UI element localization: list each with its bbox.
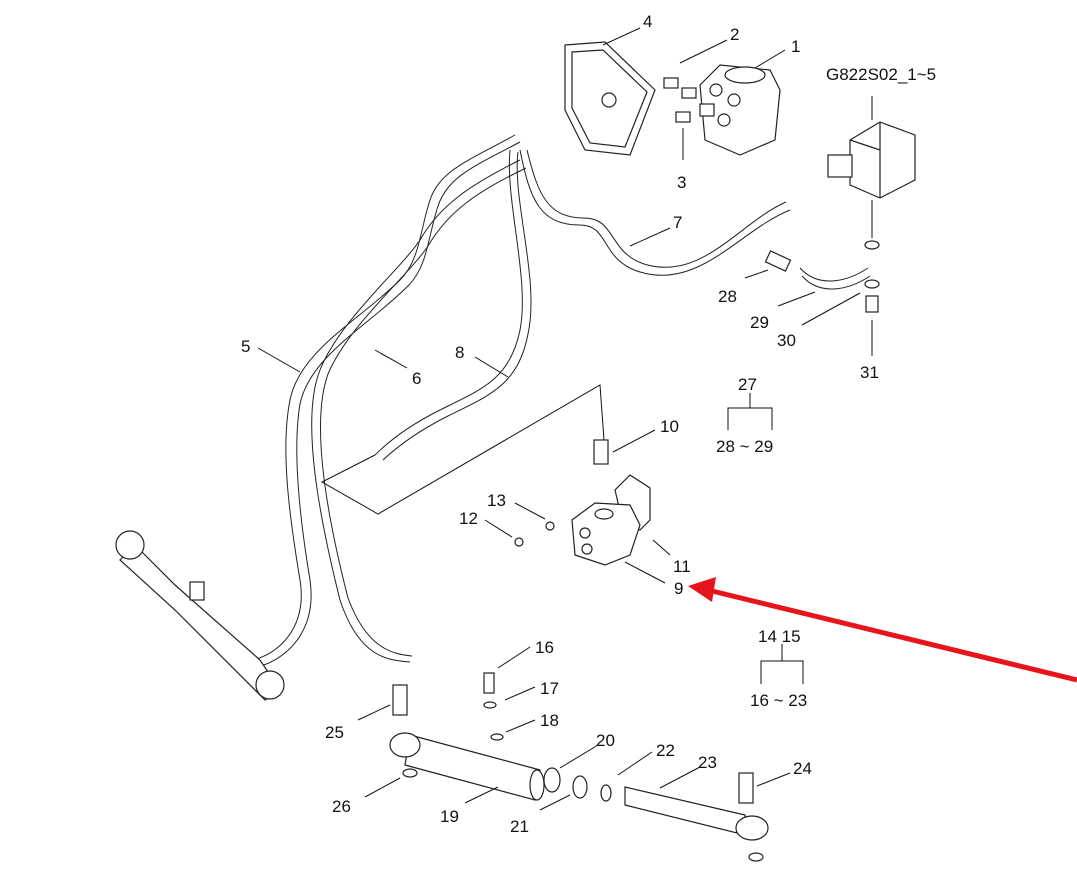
part-2-fittings (663, 77, 715, 117)
callout-28: 28 (718, 287, 737, 306)
part-30-seal (864, 240, 880, 250)
callout-30: 30 (777, 331, 796, 350)
part-19-cylinder-barrel (389, 732, 545, 801)
part-16-bolt (483, 672, 495, 694)
callout-13: 13 (487, 491, 506, 510)
callout-12: 12 (459, 509, 478, 528)
hose-6 (311, 159, 527, 663)
callout-16: 16 (535, 638, 554, 657)
assembly-code-label: G822S02_1~5 (826, 65, 936, 84)
callout-31: 31 (860, 363, 879, 382)
part-30-seal-lower (864, 279, 880, 289)
callout-23: 23 (698, 753, 717, 772)
part-18-washer (490, 733, 504, 741)
part-13-washer (545, 521, 555, 531)
leader-lines (257, 27, 873, 811)
callout-9: 9 (674, 579, 683, 598)
part-21-ring (572, 775, 588, 799)
group-bracket-14-15 (760, 644, 804, 684)
callout-11: 11 (673, 557, 691, 576)
part-24-pin (738, 772, 754, 804)
hose-8 (374, 149, 532, 461)
group-14-15-children: 16 ~ 23 (750, 691, 807, 710)
callout-2: 2 (730, 25, 739, 44)
callout-19: 19 (440, 807, 459, 826)
callout-5: 5 (241, 337, 250, 356)
part-24-washer (748, 852, 764, 862)
part-10-fitting (593, 439, 609, 465)
callout-1: 1 (791, 37, 800, 56)
callout-24: 24 (793, 759, 812, 778)
callout-7: 7 (673, 213, 682, 232)
part-12-nut (514, 537, 524, 547)
group-27-children: 28 ~ 29 (716, 437, 773, 456)
callout-22: 22 (656, 741, 675, 760)
part-1-steering-unit (699, 64, 781, 156)
hose-29 (799, 267, 871, 290)
highlight-arrow (688, 577, 1077, 683)
callout-20: 20 (596, 731, 615, 750)
part-25-pin (392, 684, 408, 716)
callout-3: 3 (677, 173, 686, 192)
callout-25: 25 (325, 723, 344, 742)
part-17-washer (483, 701, 497, 709)
callout-10: 10 (660, 417, 679, 436)
callout-18: 18 (540, 711, 559, 730)
callout-8: 8 (455, 343, 464, 362)
callout-4: 4 (643, 12, 652, 31)
callout-29: 29 (750, 313, 769, 332)
part-28-adapter (764, 250, 792, 272)
callout-26: 26 (332, 797, 351, 816)
callout-21: 21 (510, 817, 529, 836)
group-14-15-parent: 14 15 (758, 627, 801, 646)
reference-box (320, 384, 605, 515)
callout-6: 6 (412, 369, 421, 388)
part-23-piston-rod (624, 786, 769, 841)
left-steering-cylinder (115, 530, 285, 701)
part-26-washer (402, 768, 418, 778)
hose-5 (239, 134, 521, 669)
part-3-fitting (675, 111, 691, 123)
callout-17: 17 (540, 679, 559, 698)
group-27-parent: 27 (738, 375, 757, 394)
part-20-seal (543, 767, 561, 793)
part-22-oring (600, 784, 612, 802)
part-valve-block (827, 121, 916, 199)
part-31-banjo-bolt (865, 295, 879, 313)
hose-7 (519, 149, 791, 276)
part-4-mounting-plate (564, 41, 656, 156)
part-9-gear-pump (571, 502, 641, 566)
group-bracket-27 (727, 393, 773, 430)
